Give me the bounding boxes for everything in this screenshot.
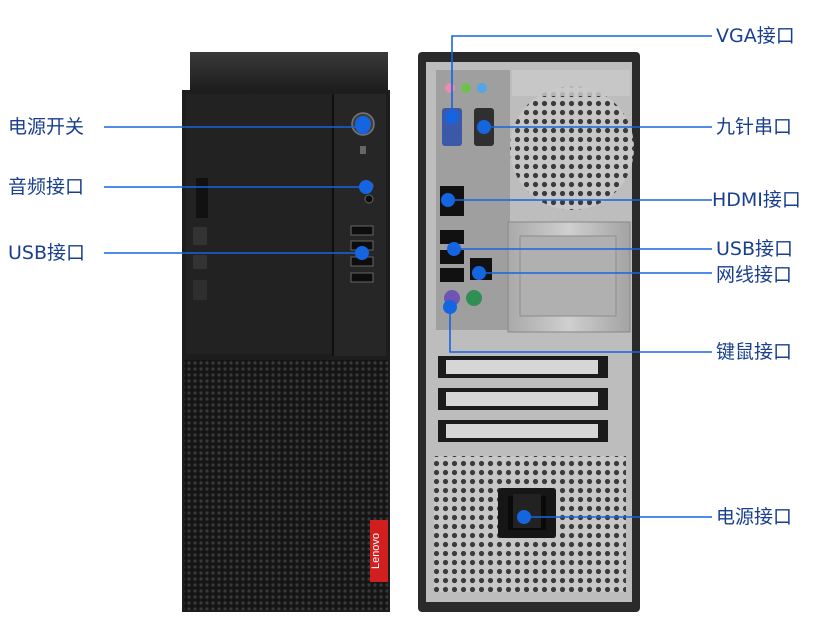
label-audio-port: 音频接口 bbox=[8, 176, 85, 198]
front-tower bbox=[182, 52, 390, 612]
label-ps2-port: 键鼠接口 bbox=[716, 341, 793, 363]
rear-usb-icon bbox=[440, 230, 464, 244]
label-power-port: 电源接口 bbox=[716, 506, 793, 528]
brand-logo: Lenovo bbox=[370, 533, 382, 569]
front-usb-icon bbox=[350, 225, 374, 236]
label-power-switch: 电源开关 bbox=[8, 116, 85, 138]
label-usb-rear: USB接口 bbox=[716, 238, 794, 260]
rear-tower bbox=[418, 52, 640, 612]
label-hdmi-port: HDMI接口 bbox=[712, 189, 801, 211]
ps2-mouse-icon bbox=[466, 290, 482, 306]
label-vga-port: VGA接口 bbox=[716, 25, 795, 47]
callout-dots bbox=[355, 110, 531, 524]
label-serial-port: 九针串口 bbox=[716, 116, 793, 138]
label-ethernet-port: 网线接口 bbox=[716, 264, 793, 286]
label-usb-front: USB接口 bbox=[8, 242, 86, 264]
callout-lines bbox=[104, 35, 712, 518]
